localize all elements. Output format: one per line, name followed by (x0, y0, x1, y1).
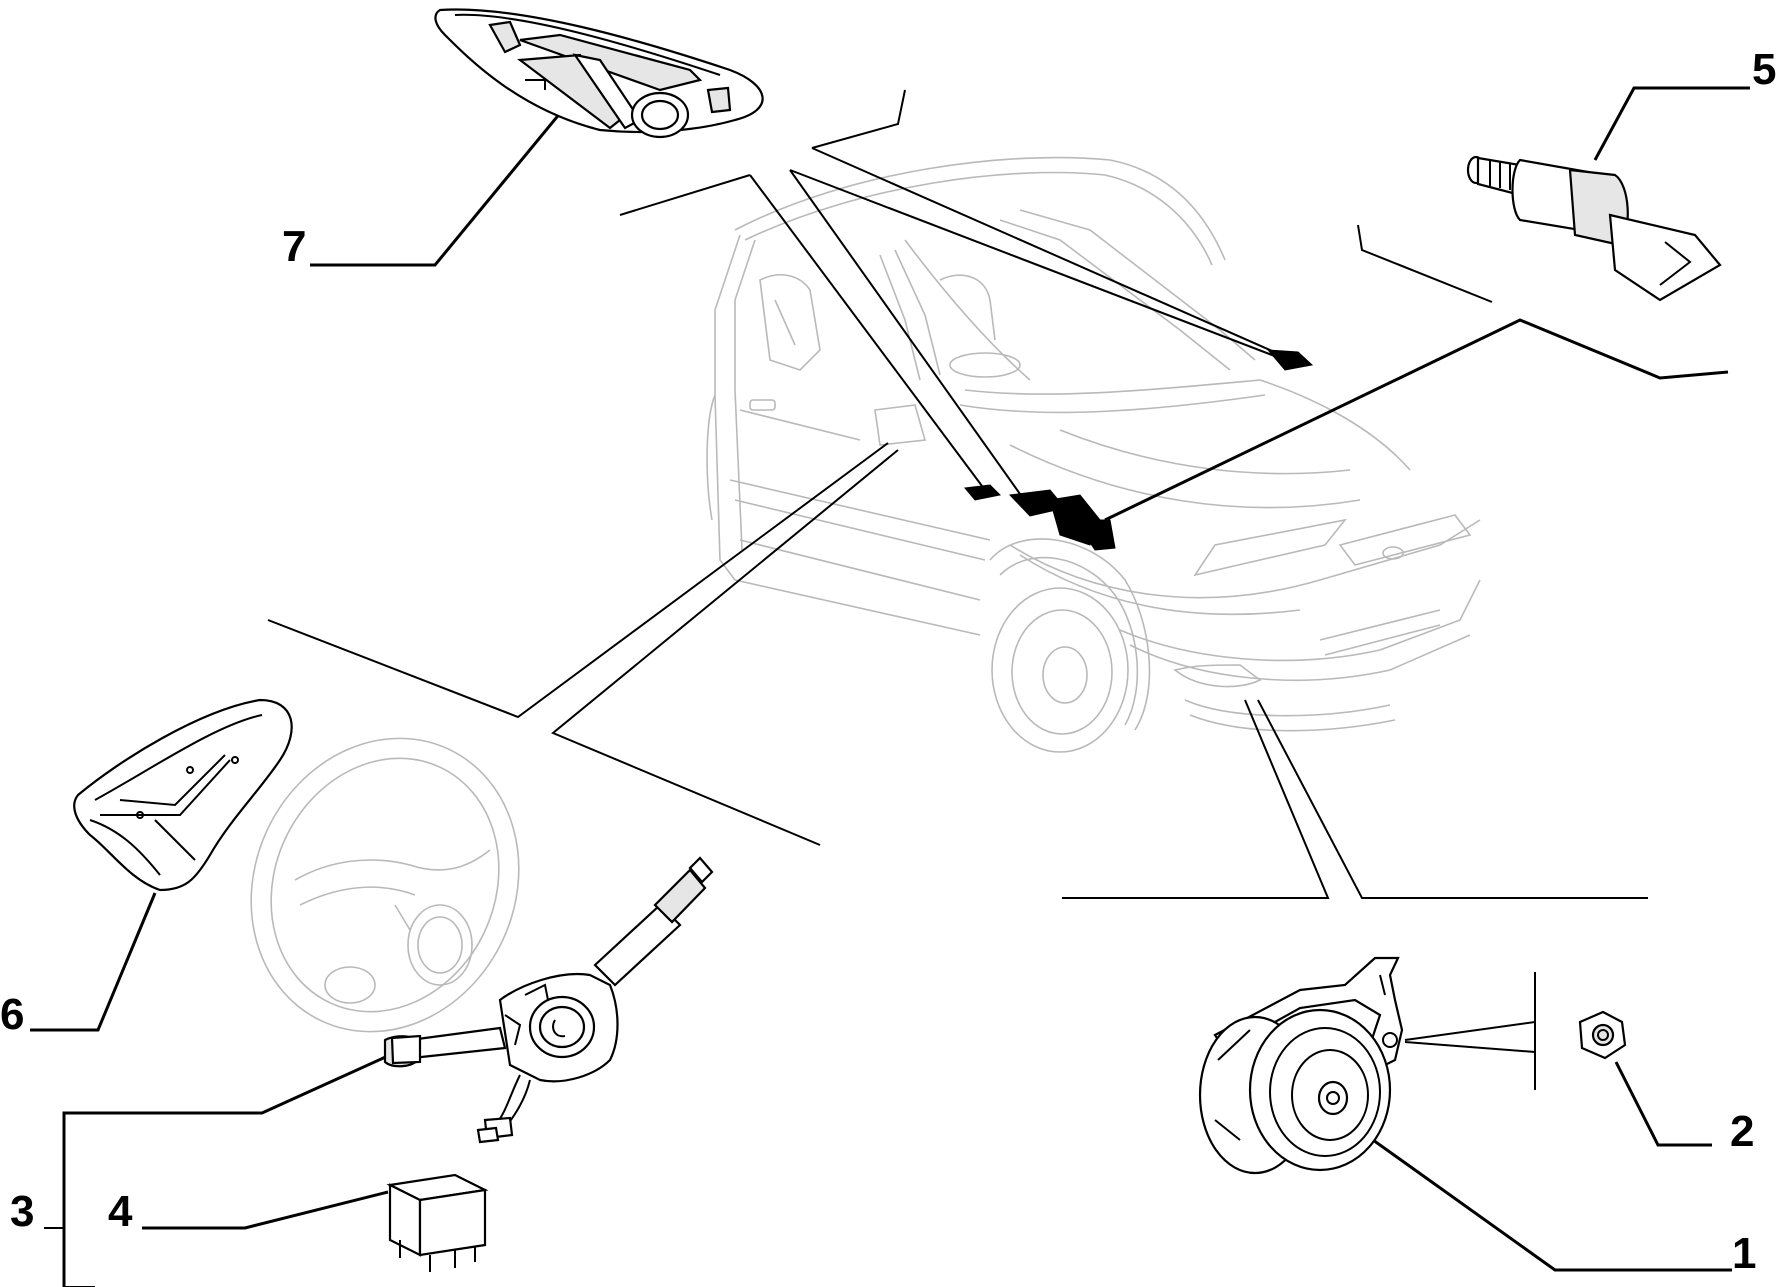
callout-1: 1 (1732, 1229, 1757, 1278)
steering-wheel (250, 737, 520, 1033)
part-6-steering-wheel-cover (73, 698, 293, 892)
callout-7: 7 (282, 222, 307, 271)
callout-3: 3 (10, 1187, 35, 1236)
callout-2: 2 (1730, 1107, 1755, 1156)
callout-6: 6 (0, 990, 25, 1039)
leader-lines (30, 86, 1750, 1287)
part-2-hex-nut (1578, 1010, 1627, 1060)
part-7-steering-column-shroud (434, 8, 764, 139)
callout-4: 4 (108, 1187, 133, 1236)
part-4-relay (386, 1173, 489, 1272)
component-markers (964, 349, 1314, 551)
vehicle-outline (706, 156, 1481, 753)
part-5-brake-light-switch (1466, 155, 1722, 302)
callout-5: 5 (1752, 45, 1777, 94)
part-1-horn (1198, 956, 1404, 1175)
part-3-steering-column-switch (383, 856, 714, 1144)
